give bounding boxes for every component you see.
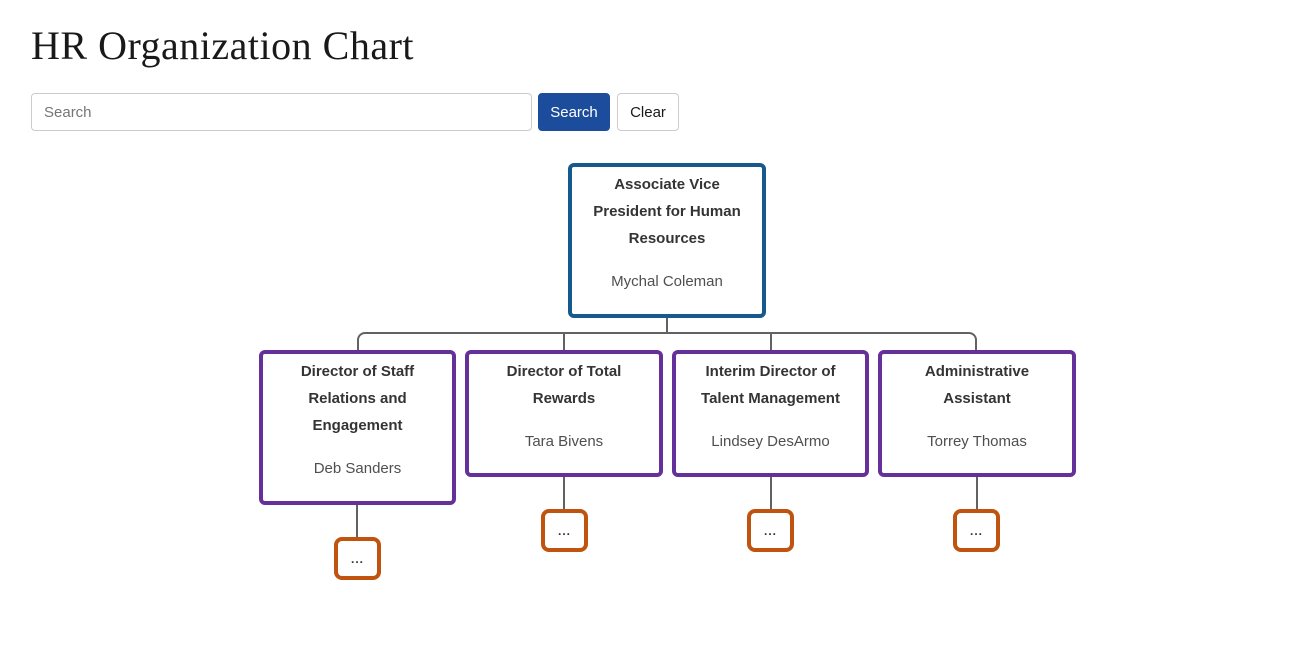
clear-button[interactable]: Clear	[617, 93, 679, 131]
expand-button-child-1[interactable]: ...	[334, 537, 381, 580]
connector-drop-child3	[770, 333, 772, 350]
expand-button-child-2[interactable]: ...	[541, 509, 588, 552]
search-button[interactable]: Search	[538, 93, 610, 131]
org-node-name: Mychal Coleman	[611, 273, 723, 290]
connector-tail-child2	[563, 477, 565, 509]
page-title: HR Organization Chart	[31, 23, 415, 68]
connector-distributor	[357, 332, 977, 350]
org-node-name: Tara Bivens	[524, 433, 604, 450]
org-node-title: Director of Staff Relations and Engageme…	[300, 363, 415, 434]
connector-tail-child4	[976, 477, 978, 509]
org-node-child-1[interactable]: Director of Staff Relations and Engageme…	[259, 350, 456, 505]
connector-tail-child3	[770, 477, 772, 509]
org-node-name: Deb Sanders	[313, 460, 402, 477]
org-node-name: Torrey Thomas	[927, 433, 1027, 450]
expand-button-child-4[interactable]: ...	[953, 509, 1000, 552]
search-toolbar: Search Clear	[31, 93, 679, 131]
org-node-title: Interim Director of Talent Management	[701, 363, 840, 407]
connector-tail-child1	[356, 505, 358, 537]
search-input[interactable]	[31, 93, 532, 131]
org-node-title: Administrative Assistant	[924, 363, 1030, 407]
org-node-child-4[interactable]: Administrative Assistant Torrey Thomas	[878, 350, 1076, 477]
org-node-root[interactable]: Associate Vice President for Human Resou…	[568, 163, 766, 318]
expand-button-child-3[interactable]: ...	[747, 509, 794, 552]
org-node-child-3[interactable]: Interim Director of Talent Management Li…	[672, 350, 869, 477]
connector-root-drop	[666, 318, 668, 333]
org-node-title: Associate Vice President for Human Resou…	[593, 176, 741, 247]
org-node-title: Director of Total Rewards	[506, 363, 622, 407]
org-node-name: Lindsey DesArmo	[711, 433, 830, 450]
org-node-child-2[interactable]: Director of Total Rewards Tara Bivens	[465, 350, 663, 477]
connector-drop-child2	[563, 333, 565, 350]
